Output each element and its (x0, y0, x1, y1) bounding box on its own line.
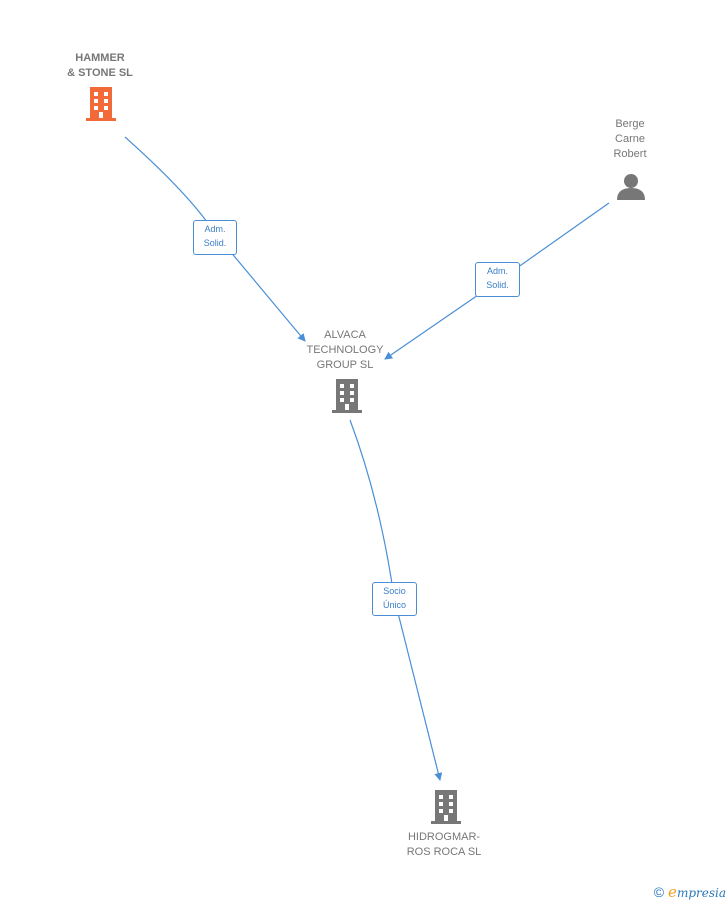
node-label-alvaca-technology-group[interactable]: ALVACA TECHNOLOGY GROUP SL (285, 328, 405, 373)
edge-label-berge-alvaca: Adm. Solid. (475, 262, 520, 297)
copyright-icon: © (653, 884, 665, 900)
node-label-line: & STONE SL (67, 67, 133, 79)
node-label-line: ALVACA (324, 329, 366, 341)
footer-brand[interactable]: © empresia (654, 883, 726, 901)
node-label-hidrogmar-ros-roca[interactable]: HIDROGMAR- ROS ROCA SL (384, 830, 504, 860)
node-label-berge-carne-robert[interactable]: Berge Carne Robert (580, 117, 680, 162)
node-label-line: HAMMER (75, 52, 125, 64)
building-icon (431, 790, 461, 824)
edge-label-line: Adm. (486, 266, 508, 276)
person-icon (617, 174, 645, 200)
edge-label-alvaca-hidrogmar: Socio Único (372, 582, 417, 616)
edge-label-line: Socio (383, 586, 406, 596)
edge-label-line: Adm. (204, 224, 226, 234)
brand-initial: e (668, 883, 677, 901)
building-icon (86, 87, 116, 121)
building-icon (332, 379, 362, 413)
brand-rest: mpresia (676, 886, 726, 900)
node-label-line: TECHNOLOGY (306, 344, 384, 356)
node-label-line: Robert (613, 148, 647, 160)
node-label-line: GROUP SL (316, 359, 374, 371)
node-label-line: HIDROGMAR- (407, 831, 481, 843)
node-label-hammer-stone[interactable]: HAMMER & STONE SL (40, 51, 160, 81)
edge-label-line: Solid. (203, 238, 227, 248)
edge-label-line: Único (382, 600, 406, 610)
node-label-line: Berge (615, 118, 645, 130)
edge-label-line: Solid. (486, 280, 509, 290)
node-label-line: Carne (615, 133, 645, 145)
edge-label-hammer-alvaca: Adm. Solid. (193, 220, 237, 255)
node-label-line: ROS ROCA SL (406, 846, 482, 858)
brand-logo: empresia (668, 883, 726, 901)
